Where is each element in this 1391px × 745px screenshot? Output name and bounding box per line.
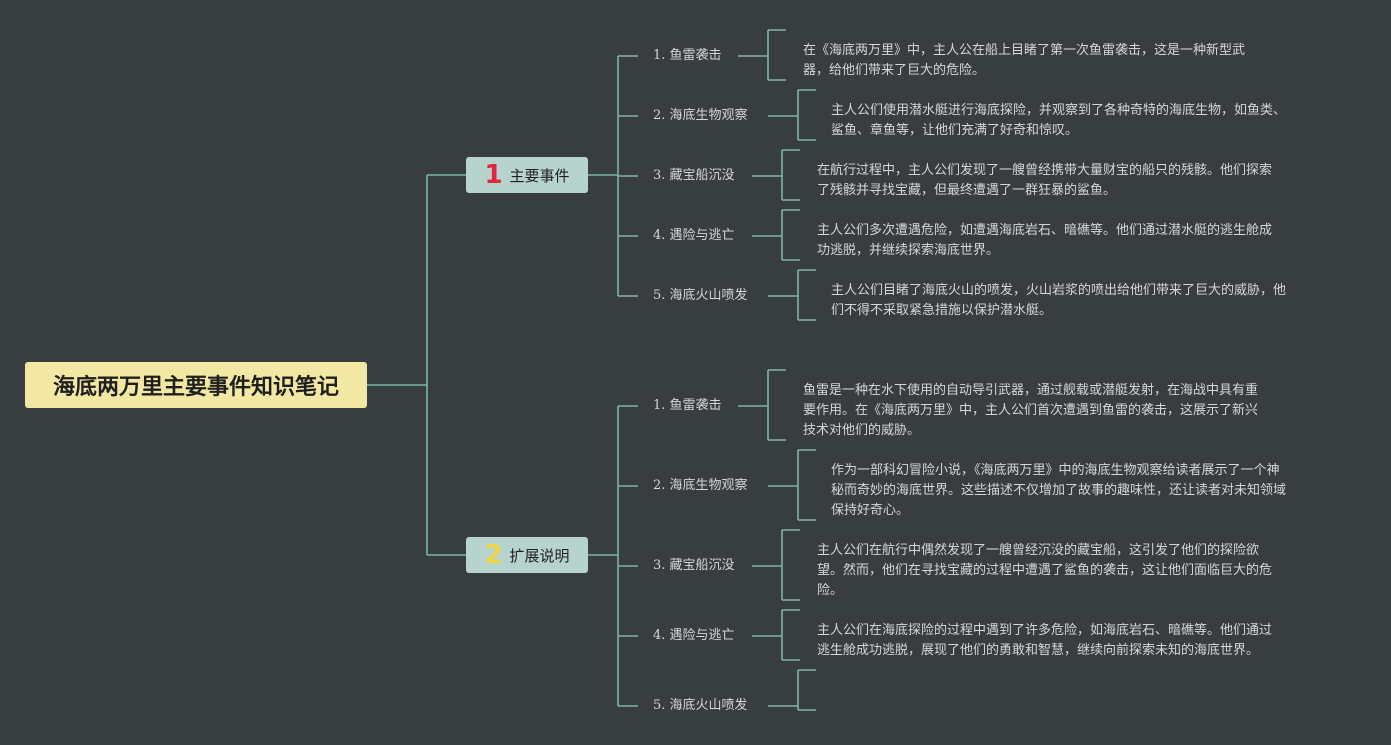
root-node[interactable]: 海底两万里主要事件知识笔记 [25, 362, 367, 408]
description-note: 主人公们在海底探险的过程中遇到了许多危险，如海底岩石、暗礁等。他们通过 逃生舱成… [817, 621, 1272, 661]
topic-node[interactable]: 4. 遇险与逃亡 [653, 228, 735, 243]
branch-node-main-events[interactable]: 1 主要事件 [466, 157, 588, 193]
description-line: 了残骸并寻找宝藏，但最终遭遇了一群狂暴的鲨鱼。 [817, 183, 1117, 198]
description-line: 器，给他们带来了巨大的危险。 [803, 63, 986, 78]
description-line: 秘而奇妙的海底世界。这些描述不仅增加了故事的趣味性，还让读者对未知领域 [831, 483, 1287, 498]
description-note: 作为一部科幻冒险小说，《海底两万里》中的海底生物观察给读者展示了一个神 秘而奇妙… [831, 461, 1286, 521]
description-line: 在航行过程中，主人公们发现了一艘曾经携带大量财宝的船只的残骸。他们探索 [817, 163, 1273, 178]
topic-node[interactable]: 1. 鱼雷袭击 [653, 48, 722, 63]
description-line: 作为一部科幻冒险小说，《海底两万里》中的海底生物观察给读者展示了一个神 [831, 463, 1280, 478]
description-line: 主人公们使用潜水艇进行海底探险，并观察到了各种奇特的海底生物，如鱼类、 [831, 103, 1287, 118]
description-line: 们不得不采取紧急措施以保护潜水艇。 [831, 303, 1053, 318]
description-line: 逃生舱成功逃脱，展现了他们的勇敢和智慧，继续向前探索未知的海底世界。 [817, 643, 1260, 658]
description-bracket [752, 209, 800, 261]
description-line: 在《海底两万里》中，主人公在船上目睹了第一次鱼雷袭击，这是一种新型武 [803, 43, 1246, 58]
topic-node[interactable]: 2. 海底生物观察 [653, 478, 748, 493]
description-line: 主人公们在航行中偶然发现了一艘曾经沉没的藏宝船，这引发了他们的探险欲 [817, 543, 1260, 558]
description-bracket [768, 449, 816, 521]
description-line: 技术对他们的威胁。 [803, 423, 921, 438]
description-bracket [768, 89, 816, 141]
description-line: 主人公们在海底探险的过程中遇到了许多危险，如海底岩石、暗礁等。他们通过 [817, 623, 1273, 638]
branch-connector [588, 56, 619, 296]
description-note: 主人公们多次遭遇危险，如遭遇海底岩石、暗礁等。他们通过潜水艇的逃生舱成 功逃脱，… [817, 221, 1272, 261]
description-bracket [752, 149, 800, 201]
description-note: 主人公们在航行中偶然发现了一艘曾经沉没的藏宝船，这引发了他们的探险欲 望。然而，… [817, 541, 1272, 601]
topic-node[interactable]: 2. 海底生物观察 [653, 108, 748, 123]
branch-label: 扩展说明 [509, 546, 570, 565]
description-line: 主人公们多次遭遇危险，如遭遇海底岩石、暗礁等。他们通过潜水艇的逃生舱成 [817, 223, 1273, 238]
description-bracket [752, 609, 800, 661]
topic-node[interactable]: 4. 遇险与逃亡 [653, 628, 735, 643]
description-note: 主人公们目睹了海底火山的喷发，火山岩浆的喷出给他们带来了巨大的威胁，他 们不得不… [831, 281, 1286, 321]
branch-node-extended-notes[interactable]: 2 扩展说明 [466, 537, 588, 573]
branch-label: 主要事件 [509, 166, 570, 185]
description-line: 望。然而，他们在寻找宝藏的过程中遭遇了鲨鱼的袭击，这让他们面临巨大的危 [817, 563, 1273, 578]
description-line: 要作用。在《海底两万里》中，主人公们首次遭遇到鱼雷的袭击，这展示了新兴 [803, 403, 1259, 418]
description-bracket [738, 369, 786, 441]
root-title: 海底两万里主要事件知识笔记 [52, 375, 339, 400]
topic-node[interactable]: 1. 鱼雷袭击 [653, 398, 722, 413]
description-line: 鲨鱼、章鱼等，让他们充满了好奇和惊叹。 [831, 123, 1079, 138]
description-line: 保持好奇心。 [831, 503, 910, 518]
description-note: 鱼雷是一种在水下使用的自动导引武器，通过舰载或潜艇发射，在海战中具有重 要作用。… [803, 381, 1258, 441]
description-bracket [768, 269, 816, 321]
description-note: 主人公们使用潜水艇进行海底探险，并观察到了各种奇特的海底生物，如鱼类、 鲨鱼、章… [831, 101, 1286, 141]
topic-node[interactable]: 3. 藏宝船沉没 [653, 558, 735, 573]
description-note: 在航行过程中，主人公们发现了一艘曾经携带大量财宝的船只的残骸。他们探索 了残骸并… [817, 161, 1272, 201]
description-bracket [752, 529, 800, 601]
branch-number-1: 1 [484, 160, 503, 190]
topic-node[interactable]: 5. 海底火山喷发 [653, 288, 748, 303]
description-line: 功逃脱，并继续探索海底世界。 [817, 243, 1000, 258]
root-connector [367, 174, 466, 556]
description-line: 险。 [817, 583, 844, 598]
description-bracket [738, 29, 786, 81]
topic-node[interactable]: 3. 藏宝船沉没 [653, 168, 735, 183]
description-bracket [768, 669, 816, 711]
topic-node[interactable]: 5. 海底火山喷发 [653, 698, 748, 713]
branch-connector [588, 406, 619, 706]
description-line: 鱼雷是一种在水下使用的自动导引武器，通过舰载或潜艇发射，在海战中具有重 [803, 383, 1259, 398]
branch-number-2: 2 [484, 540, 503, 570]
description-note: 在《海底两万里》中，主人公在船上目睹了第一次鱼雷袭击，这是一种新型武 器，给他们… [803, 41, 1245, 81]
description-line: 主人公们目睹了海底火山的喷发，火山岩浆的喷出给他们带来了巨大的威胁，他 [831, 283, 1287, 298]
